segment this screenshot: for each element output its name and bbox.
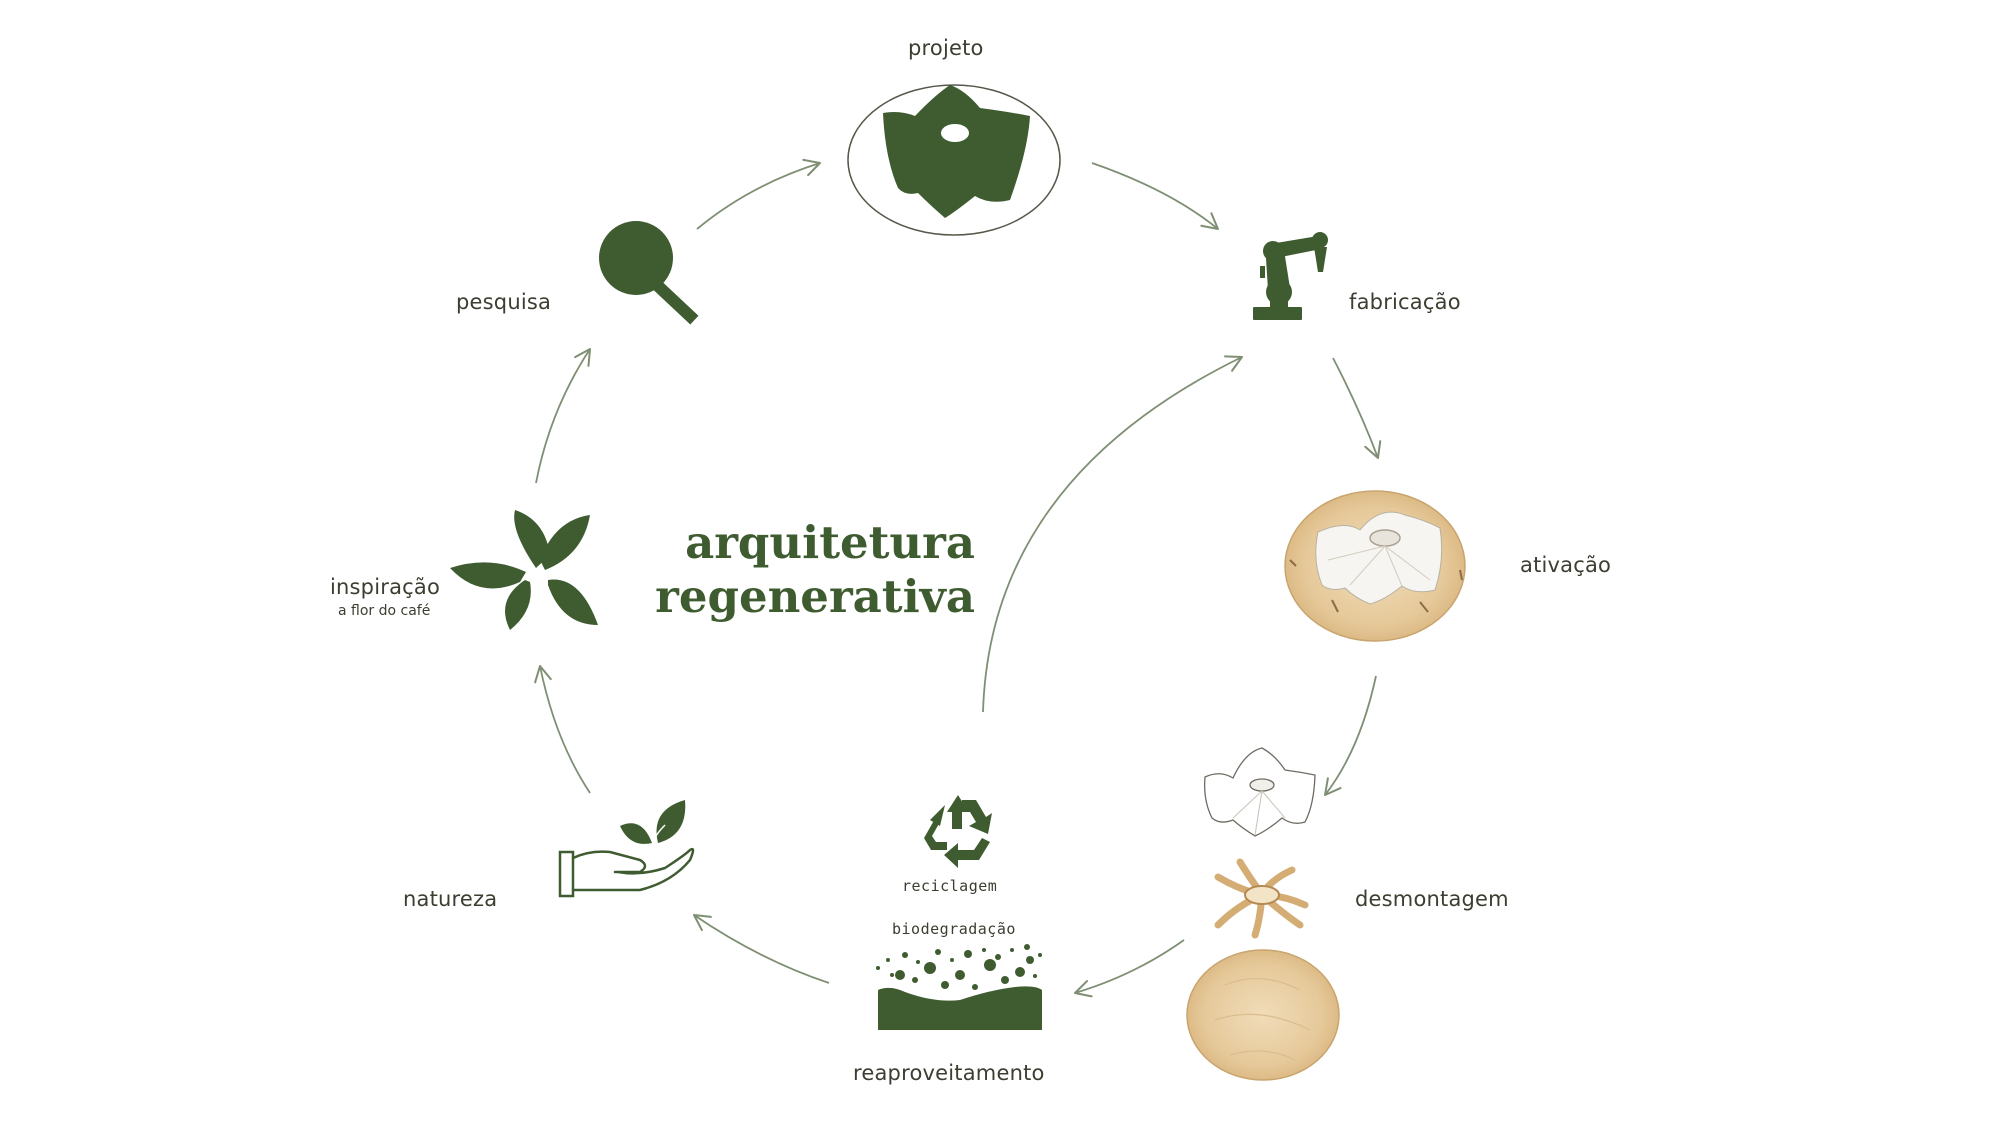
disassembled-parts-photo [1186,747,1340,1081]
arrow-ativacao-to-desmontagem [1324,675,1377,796]
coffee-flower-icon [450,510,598,630]
label-ativacao: ativação [1520,553,1612,577]
recycle-icon [924,795,992,868]
label-desmontagem: desmontagem [1355,887,1509,911]
arrow-reaproveitamento-to-fabricacao [982,355,1243,713]
arrow-natureza-to-inspiracao [534,665,591,794]
soil-particles-icon [876,944,1042,1030]
fabric-canopy-icon [847,84,1061,236]
arrow-projeto-to-fabricacao [1091,162,1219,230]
label-pesquisa: pesquisa [456,290,552,314]
label-fabricacao: fabricação [1349,290,1461,314]
robot-arm-icon [1253,232,1328,320]
arrow-fabricacao-to-ativacao [1332,357,1382,459]
label-natureza: natureza [403,887,498,911]
arrow-inspiracao-to-pesquisa [535,348,591,484]
label-biodegradacao: biodegradação [892,920,1016,938]
magnifier-icon [599,221,699,325]
arrow-desmontagem-to-reaproveitamento [1074,939,1185,998]
hand-with-leaves-icon [558,800,695,898]
arrow-reaproveitamento-to-natureza [693,914,830,984]
label-reciclagem: reciclagem [902,877,998,895]
label-projeto: projeto [908,36,984,60]
label-inspiracao-sub: a flor do café [338,603,431,619]
title-line-1: arquitetura [685,516,975,569]
label-reaproveitamento: reaproveitamento [853,1061,1045,1085]
arrow-pesquisa-to-projeto [696,158,821,230]
cycle-arrows [534,158,1382,998]
wooden-pavilion-photo [1284,490,1466,642]
title-line-2: regenerativa [655,570,975,623]
label-inspiracao: inspiração [330,575,441,599]
